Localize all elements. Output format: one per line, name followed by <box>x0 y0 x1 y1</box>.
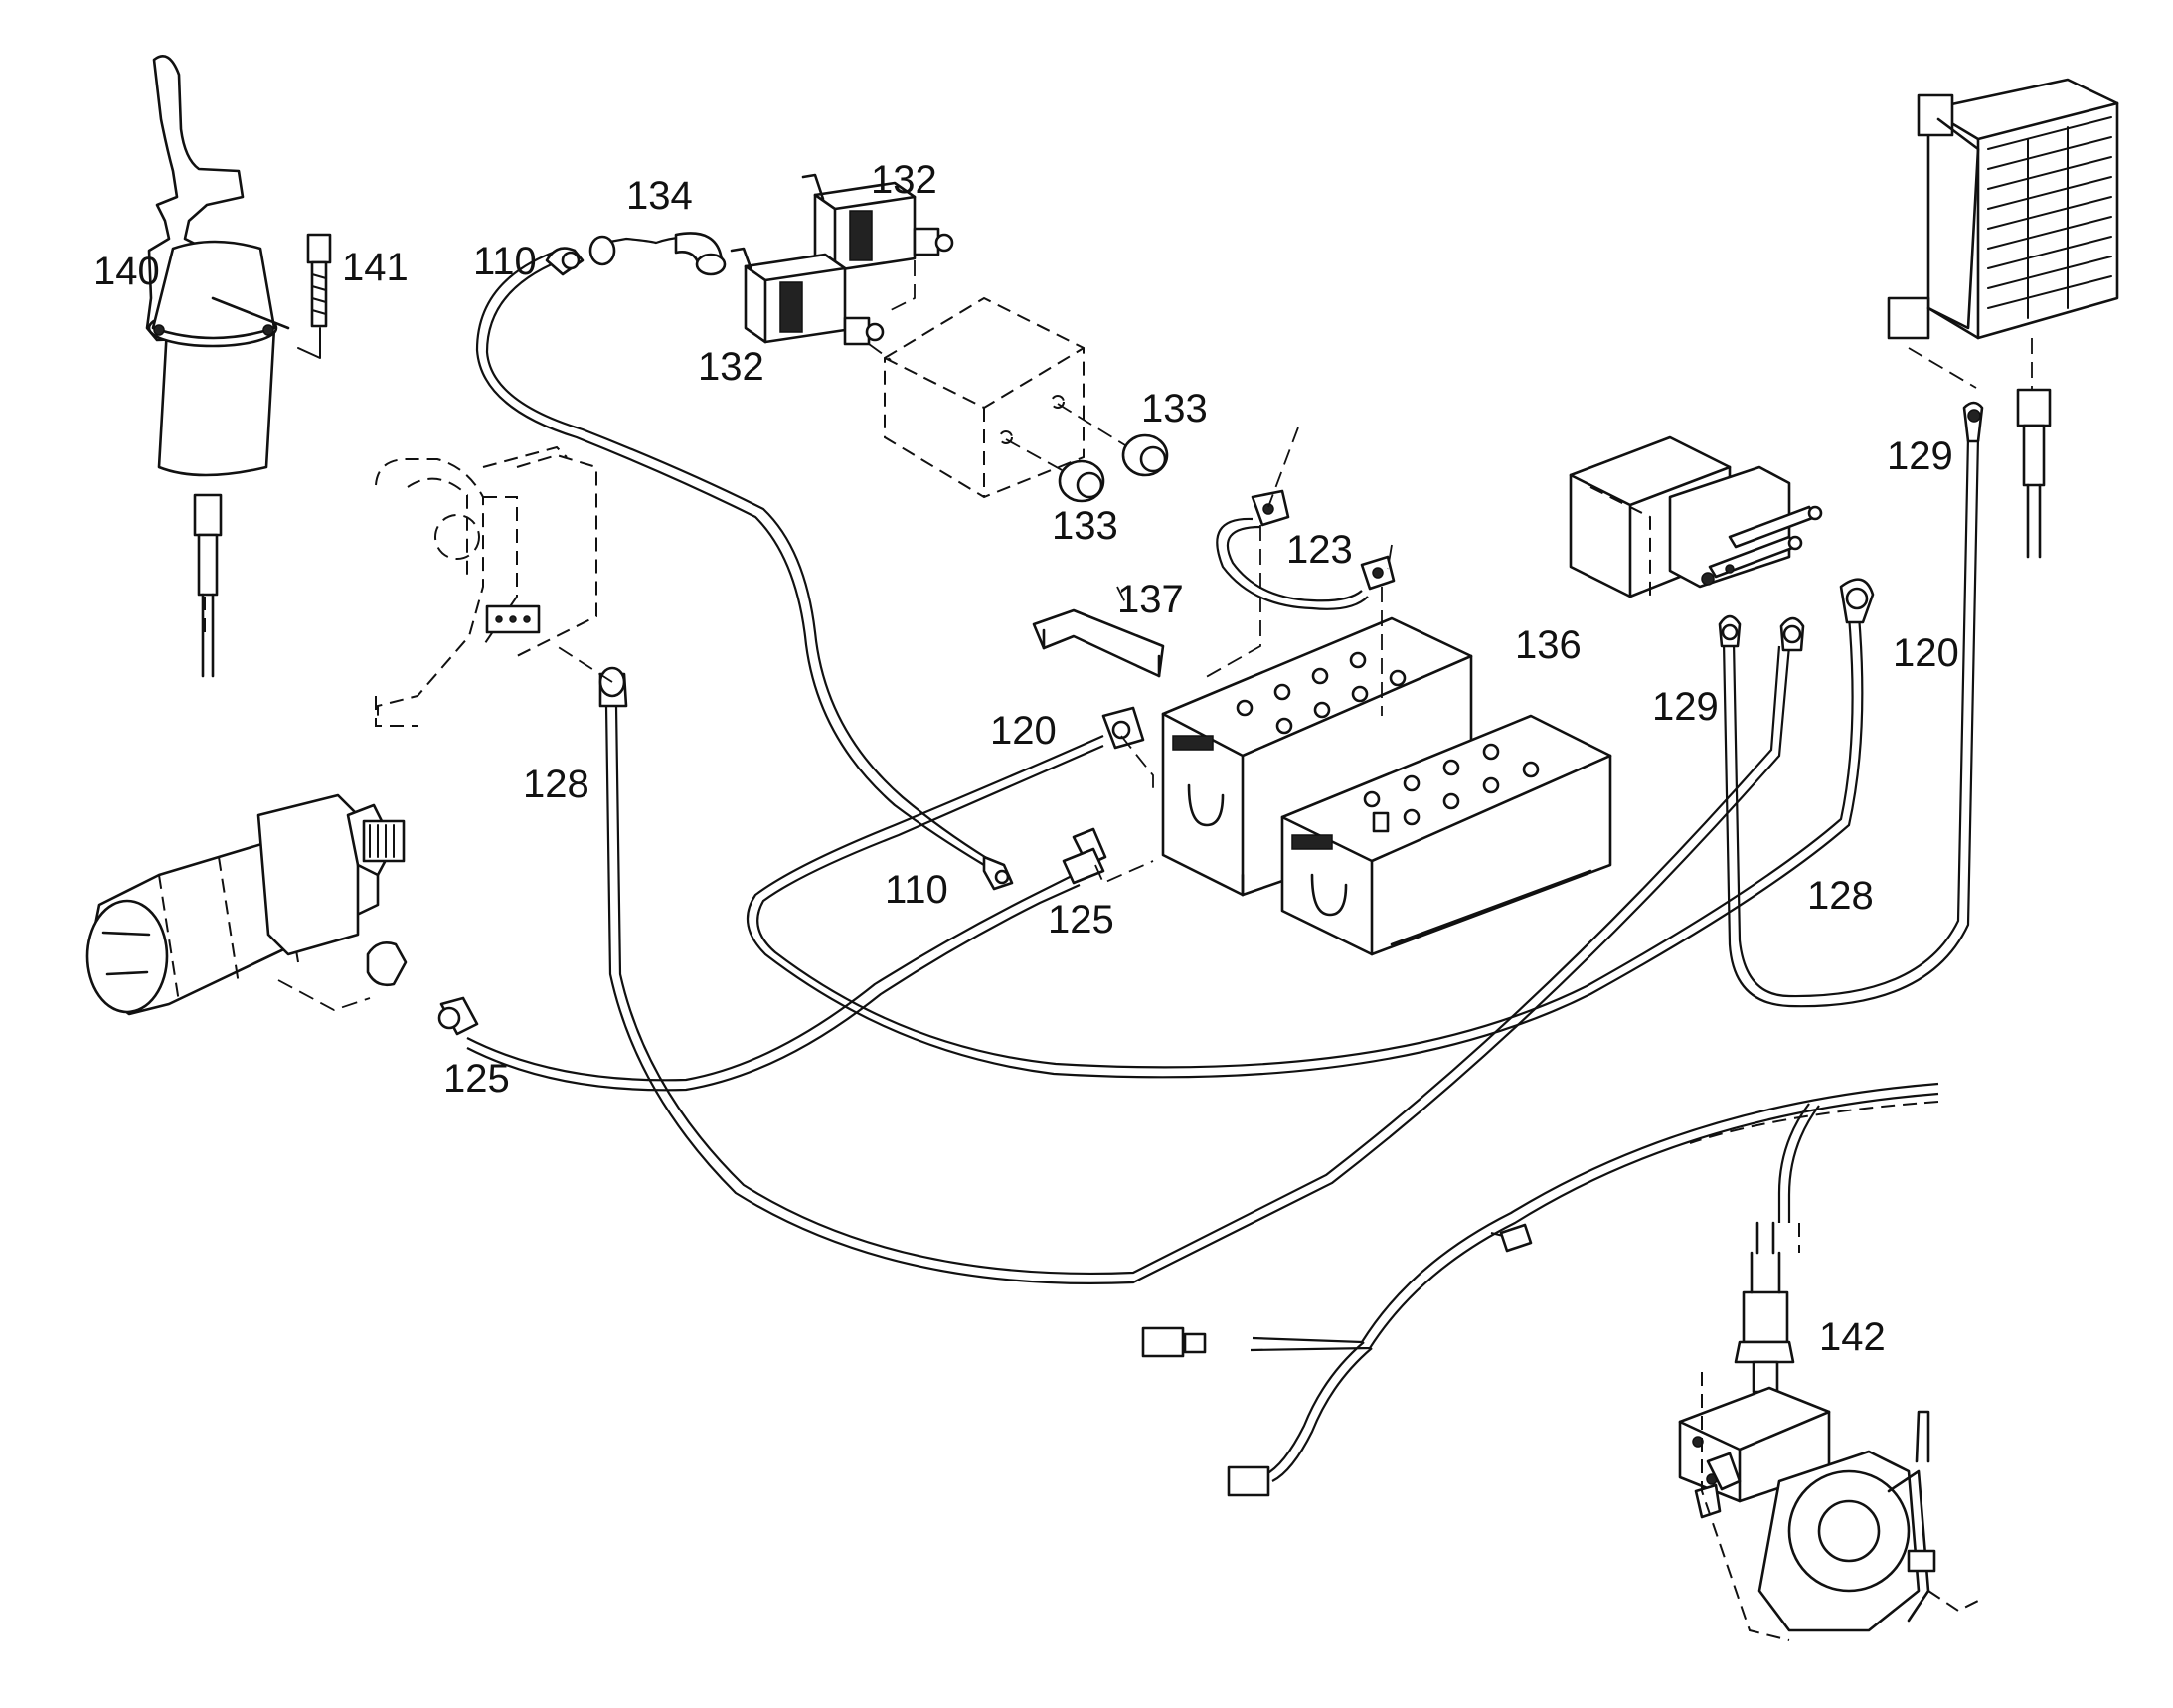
callout-132-upper: 132 <box>871 158 937 202</box>
callout-125-lower: 125 <box>443 1057 510 1101</box>
cable-129-right <box>1718 401 1984 1008</box>
joystick-140 <box>145 55 290 678</box>
fuse-block-dashed <box>868 260 1085 499</box>
callout-134: 134 <box>626 174 693 218</box>
callout-leaders <box>1267 427 1393 570</box>
callout-133-upper: 133 <box>1141 387 1208 430</box>
fuse-132-lower <box>730 247 885 346</box>
pressure-sender-142 <box>1734 1221 1795 1438</box>
callout-128-left: 128 <box>523 763 589 806</box>
cable-123 <box>1200 489 1396 716</box>
frame-bracket <box>375 445 597 727</box>
socket-134 <box>588 232 727 276</box>
callout-120-left: 120 <box>990 709 1057 753</box>
grommets-133 <box>1005 403 1169 503</box>
callout-120-right: 120 <box>1893 631 1959 675</box>
callout-110-upper: 110 <box>473 240 537 283</box>
callout-129-upper: 129 <box>1887 434 1953 478</box>
callout-labels: 140 141 110 134 132 132 133 133 129 123 … <box>93 158 1959 1359</box>
cable-128-left <box>556 645 1791 1285</box>
terminal-cover-137 <box>1032 586 1165 678</box>
callout-129-lower: 129 <box>1652 685 1719 729</box>
callout-123: 123 <box>1286 528 1353 572</box>
battery-136-front <box>1280 714 1612 956</box>
cable-110 <box>475 247 1014 891</box>
callout-133-lower: 133 <box>1052 504 1118 548</box>
controller-unit <box>1887 78 2119 559</box>
callout-110-lower: 110 <box>885 868 948 912</box>
solenoid-switch <box>1569 435 1823 598</box>
valve-block <box>1678 1372 1979 1641</box>
starter-motor <box>85 793 408 1016</box>
cable-128-right <box>1779 616 1805 652</box>
cable-125 <box>437 827 1154 1092</box>
cable-120 <box>746 578 1875 1079</box>
callout-136: 136 <box>1515 623 1582 667</box>
fuse-132-upper <box>801 173 954 272</box>
screw-141 <box>297 233 332 359</box>
callout-142: 142 <box>1819 1315 1886 1359</box>
callout-140: 140 <box>93 250 160 293</box>
callout-132-lower: 132 <box>698 345 764 389</box>
callout-137: 137 <box>1117 578 1184 621</box>
callout-141: 141 <box>342 246 409 289</box>
callout-125-upper: 125 <box>1048 898 1114 941</box>
signal-harness <box>1141 1082 1939 1497</box>
callout-128-right: 128 <box>1807 874 1874 918</box>
